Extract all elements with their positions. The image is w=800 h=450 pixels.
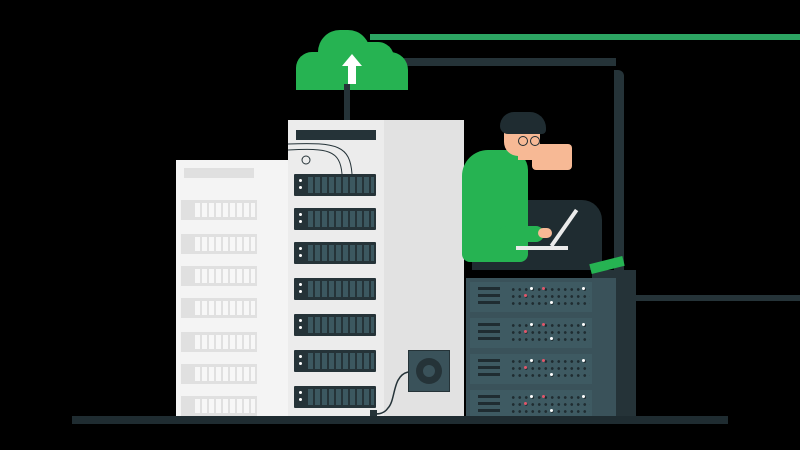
drive-slot	[294, 350, 376, 372]
drive-slot	[294, 386, 376, 408]
top-cables	[288, 143, 353, 175]
speaker-cable	[370, 371, 409, 417]
rack-unit	[470, 318, 592, 348]
arm	[498, 226, 544, 242]
rack-unit	[470, 354, 592, 384]
dark-cable-top	[398, 58, 616, 66]
drive-slot	[294, 208, 376, 230]
hair	[500, 112, 546, 134]
glasses-icon	[518, 136, 540, 146]
dark-cable-right	[614, 70, 624, 360]
floor-line	[72, 416, 728, 424]
speaker-icon	[408, 350, 450, 392]
drive-slot	[294, 174, 376, 196]
rack-unit	[470, 282, 592, 312]
laptop-base	[516, 246, 568, 250]
cloud-upload-icon	[296, 22, 408, 90]
nose-arm-skin	[532, 144, 572, 170]
hand	[538, 228, 552, 238]
upload-cable	[344, 84, 350, 128]
person	[462, 110, 642, 280]
up-arrow-icon	[342, 54, 362, 66]
drive-slot	[294, 314, 376, 336]
dark-cable-lower	[622, 295, 800, 301]
hoodie	[462, 150, 528, 262]
tower-top-slot	[296, 130, 376, 140]
green-cable	[370, 34, 800, 40]
drive-slot	[294, 242, 376, 264]
rack-unit	[470, 390, 592, 420]
ghost-server-tower	[176, 160, 296, 422]
drive-slot	[294, 278, 376, 300]
